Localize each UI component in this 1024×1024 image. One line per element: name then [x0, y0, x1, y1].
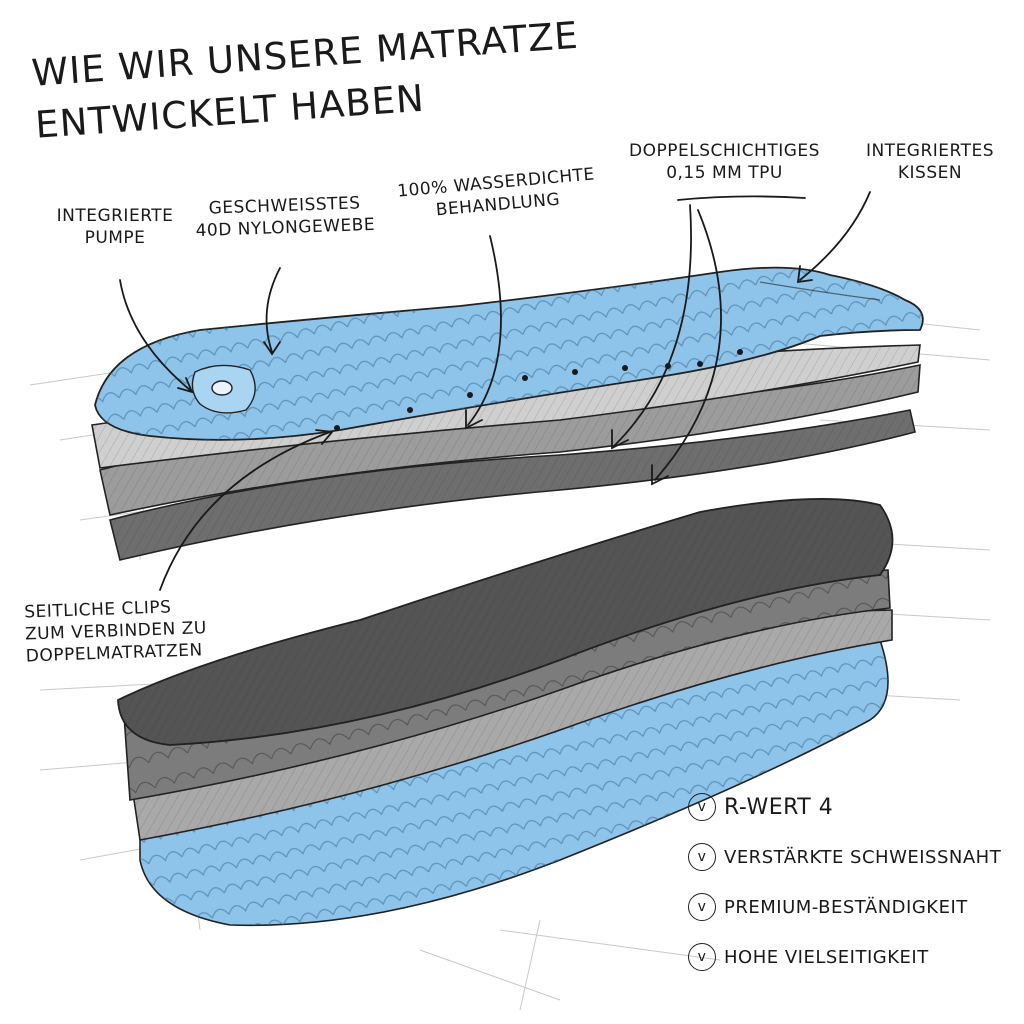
pump-valve-icon — [191, 364, 256, 414]
arrow-icon — [263, 267, 281, 356]
label-line: 0,15 MM TPU — [666, 163, 783, 183]
checklist-item-text: HOHE VIELSEITIGKEIT — [724, 946, 929, 968]
checklist-item-text: VERSTÄRKTE SCHWEISSNAHT — [724, 846, 1002, 868]
label-side-clips: SEITLICHE CLIPS ZUM VERBINDEN ZU DOPPELM… — [24, 595, 226, 668]
checklist-item: v VERSTÄRKTE SCHWEISSNAHT — [688, 832, 1018, 882]
feature-checklist: v R-WERT 4 v VERSTÄRKTE SCHWEISSNAHT v P… — [688, 782, 1018, 982]
label-double-tpu: DOPPELSCHICHTIGES 0,15 MM TPU — [622, 140, 827, 184]
check-circle-icon: v — [688, 793, 716, 821]
label-integrated-pillow: INTEGRIERTES KISSEN — [850, 140, 1010, 184]
checklist-item: v R-WERT 4 — [688, 782, 1018, 832]
arrow-icon — [611, 204, 692, 450]
label-line: DOPPELSCHICHTIGES — [629, 141, 820, 161]
arrow-icon — [651, 209, 722, 486]
checklist-item-text: PREMIUM-BESTÄNDIGKEIT — [724, 896, 968, 918]
checklist-item-text: R-WERT 4 — [724, 794, 834, 820]
arrow-icon — [119, 279, 194, 394]
label-line: INTEGRIERTES — [865, 141, 995, 161]
label-integrated-pump: INTEGRIERTE PUMPE — [40, 205, 190, 249]
side-clip-dots — [334, 349, 743, 431]
check-circle-icon: v — [688, 843, 716, 871]
arrow-icon — [796, 191, 871, 284]
label-line: PUMPE — [84, 228, 146, 248]
layer-charcoal-bottom-top — [117, 498, 894, 746]
tpu-underline — [677, 195, 806, 201]
label-line: KISSEN — [897, 163, 963, 183]
check-circle-icon: v — [688, 893, 716, 921]
inflated-mattress — [94, 266, 924, 441]
checklist-item: v HOHE VIELSEITIGKEIT — [688, 932, 1018, 982]
checklist-item: v PREMIUM-BESTÄNDIGKEIT — [688, 882, 1018, 932]
annotation-arrows — [119, 191, 871, 591]
arrow-icon — [159, 429, 334, 591]
check-circle-icon: v — [688, 943, 716, 971]
label-line: INTEGRIERTE — [56, 206, 174, 226]
label-welded-nylon: GESCHWEISSTES 40D NYLONGEWEBE — [189, 192, 380, 243]
arrow-icon — [465, 235, 502, 430]
